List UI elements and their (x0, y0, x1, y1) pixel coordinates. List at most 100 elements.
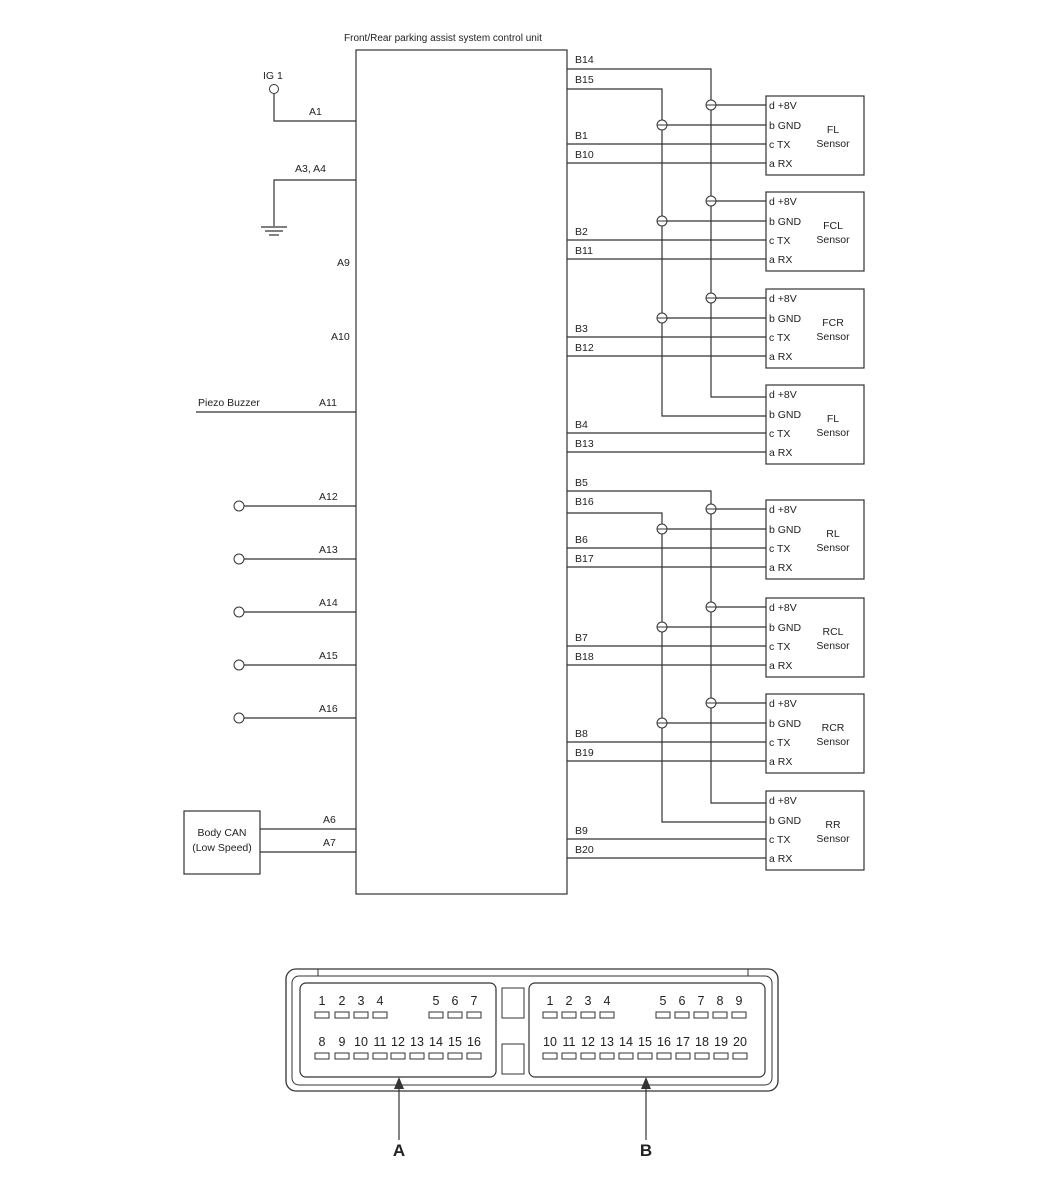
connector-a-row2-pin: 10 (353, 1035, 369, 1060)
connector-pin-slot (580, 1052, 596, 1060)
pin-b16: B16 (575, 496, 594, 508)
connector-pin-number: 11 (374, 1035, 387, 1049)
connector-b-row2-pin: 15 (637, 1035, 653, 1060)
connector-a-row2-pin: 15 (447, 1035, 463, 1060)
connector-pin-number: 3 (358, 994, 365, 1008)
connector-a-row2-pin: 9 (334, 1035, 350, 1060)
connector-pin-slot (674, 1011, 690, 1019)
sensor-rx-pin: B12 (575, 342, 594, 354)
connector-pin-number: 5 (433, 994, 440, 1008)
connector-pin-number: 9 (339, 1035, 346, 1049)
connector-b-row2-pin: 11 (561, 1035, 577, 1060)
sensor-pin-label: d +8V (769, 504, 797, 516)
connector-a-row2-pin: 13 (409, 1035, 425, 1060)
connector-pin-slot (466, 1011, 482, 1019)
connector-b-row1-pin: 4 (599, 994, 615, 1019)
connector-pin-number: 14 (619, 1035, 633, 1049)
connector-pin-number: 16 (467, 1035, 481, 1049)
connector-a-row1-pin: 2 (334, 994, 350, 1019)
sensor-box (765, 95, 865, 176)
sensor-name: FL (827, 124, 839, 136)
a14-terminal (233, 606, 245, 618)
connector-a-row1-pin: 1 (314, 994, 330, 1019)
body-can-box (183, 810, 261, 875)
connector-b-row2-pin: 13 (599, 1035, 615, 1060)
sensor-pin-label: b GND (769, 120, 802, 132)
sensor-box (765, 288, 865, 369)
connector-b-row1-pin: 2 (561, 994, 577, 1019)
sensor-tx-pin: B7 (575, 632, 588, 644)
connector-pin-number: 12 (581, 1035, 595, 1049)
sensor-tx-pin: B9 (575, 825, 588, 837)
connector-b-row2-pin: 16 (656, 1035, 672, 1060)
sensor-pin-label: d +8V (769, 602, 797, 614)
front-gnd-bus (567, 88, 766, 417)
sensor-name: RCR (822, 722, 845, 734)
sensor-box (765, 384, 865, 465)
sensor-rx-pin: B20 (575, 844, 594, 856)
sensor-pin-label: d +8V (769, 795, 797, 807)
connector-pin-number: 12 (391, 1035, 405, 1049)
connector-b-label: B (640, 1141, 652, 1160)
connector-pin-slot (656, 1052, 672, 1060)
connector-pin-slot (732, 1052, 748, 1060)
connector-pin-number: 8 (717, 994, 724, 1008)
connector-a-row1-pin: 5 (428, 994, 444, 1019)
pin-a7: A7 (323, 837, 336, 849)
connector-pin-slot (314, 1011, 330, 1019)
connector-b-row1-pin: 7 (693, 994, 709, 1019)
sensor-sublabel: Sensor (816, 833, 850, 845)
connector-pin-slot (447, 1052, 463, 1060)
connector-pin-slot (675, 1052, 691, 1060)
connector-a (299, 982, 497, 1078)
sensor-sublabel: Sensor (816, 331, 850, 343)
sensor-name: RCL (822, 626, 843, 638)
connector-pin-number: 18 (695, 1035, 709, 1049)
connector-pin-slot (599, 1052, 615, 1060)
a13-terminal (233, 553, 245, 565)
connector-pin-slot (542, 1052, 558, 1060)
connector-pin-slot (655, 1011, 671, 1019)
connector-a-row2-pin: 16 (466, 1035, 482, 1060)
connector-pin-slot (353, 1011, 369, 1019)
connector-a-row1-pin: 4 (372, 994, 388, 1019)
pin-b14: B14 (575, 54, 594, 66)
connector-a-row2-pin: 12 (390, 1035, 406, 1060)
ground-icon (261, 226, 287, 236)
a12-terminal (233, 500, 245, 512)
connector-pin-slot (447, 1011, 463, 1019)
ig1-terminal (269, 84, 279, 94)
pin-b15: B15 (575, 74, 594, 86)
connector-pin-number: 19 (714, 1035, 728, 1049)
connector-pin-slot (561, 1011, 577, 1019)
connector-b-row2-pin: 12 (580, 1035, 596, 1060)
sensor-box (765, 499, 865, 580)
connector-pin-slot (693, 1011, 709, 1019)
sensor-pin-label: c TX (769, 641, 790, 653)
connector-pin-number: 4 (377, 994, 384, 1008)
connector-pin-slot (409, 1052, 425, 1060)
connector-pin-number: 4 (604, 994, 611, 1008)
pin-a15: A15 (319, 650, 338, 662)
pin-a3-a4: A3, A4 (295, 163, 326, 175)
sensor-pin-label: a RX (769, 254, 792, 266)
connector-b-row2-pin: 10 (542, 1035, 558, 1060)
connector-b-row1-pin: 9 (731, 994, 747, 1019)
connector-pin-slot (466, 1052, 482, 1060)
sensor-sublabel: Sensor (816, 736, 850, 748)
sensor-pin-label: b GND (769, 718, 802, 730)
connector-pin-number: 20 (733, 1035, 747, 1049)
sensor-name: FL (827, 413, 839, 425)
connector-pin-number: 2 (566, 994, 573, 1008)
connector-b (528, 982, 766, 1078)
body-can-label: Body CAN (197, 827, 246, 839)
connector-pin-slot (372, 1052, 388, 1060)
connector-b-row2-pin: 14 (618, 1035, 634, 1060)
sensor-sublabel: Sensor (816, 542, 850, 554)
sensor-pin-label: d +8V (769, 389, 797, 401)
connector-pin-number: 10 (543, 1035, 557, 1049)
connector-pin-number: 13 (600, 1035, 614, 1049)
